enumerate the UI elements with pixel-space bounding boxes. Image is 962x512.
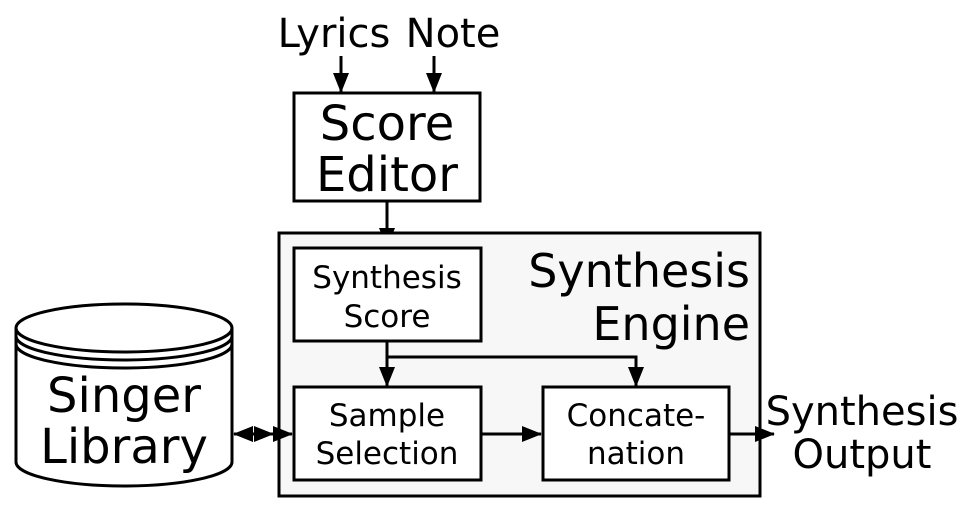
cylinder-top: [14, 302, 234, 354]
synthesis-engine-label-line1: Synthesis: [528, 244, 750, 298]
concatenation-label-line2: nation: [587, 436, 685, 472]
singer-library-label-line1: Singer: [47, 368, 201, 424]
synthesis-score-label-line2: Score: [344, 299, 431, 335]
concatenation-block: Concate- nation: [541, 385, 731, 482]
score-to-concatenation-arrow: [387, 355, 644, 387]
singer-library-database: Singer Library: [14, 302, 234, 488]
synthesis-score-block: Synthesis Score: [292, 246, 483, 343]
input-lyrics-label: Lyrics: [278, 11, 391, 57]
sample-selection-label-line1: Sample: [329, 398, 445, 434]
sample-selection-block: Sample Selection: [292, 385, 483, 482]
synthesis-output-label-line2: Output: [793, 432, 932, 478]
score-editor-label-line2: Editor: [316, 147, 458, 203]
sample-selection-box: [292, 385, 483, 482]
singer-library-label-line2: Library: [40, 419, 208, 475]
score-editor-label-line1: Score: [320, 96, 454, 152]
cylinder-ring-2: [14, 343, 234, 370]
concatenation-label-line1: Concate-: [567, 398, 706, 434]
cylinder-ring-1: [14, 335, 234, 362]
synthesis-engine-label-line2: Engine: [592, 297, 750, 351]
sample-selection-label-line2: Selection: [316, 436, 459, 472]
score-editor-box: [292, 91, 482, 203]
synthesis-score-label-line1: Synthesis: [312, 260, 461, 296]
input-note-label: Note: [406, 11, 501, 57]
synthesis-output-label-line1: Synthesis: [766, 389, 959, 435]
concatenation-box: [541, 385, 731, 482]
score-editor-block: Score Editor: [292, 91, 482, 203]
cylinder-body: [14, 328, 234, 488]
library-arrow-mid-head: [254, 426, 274, 442]
